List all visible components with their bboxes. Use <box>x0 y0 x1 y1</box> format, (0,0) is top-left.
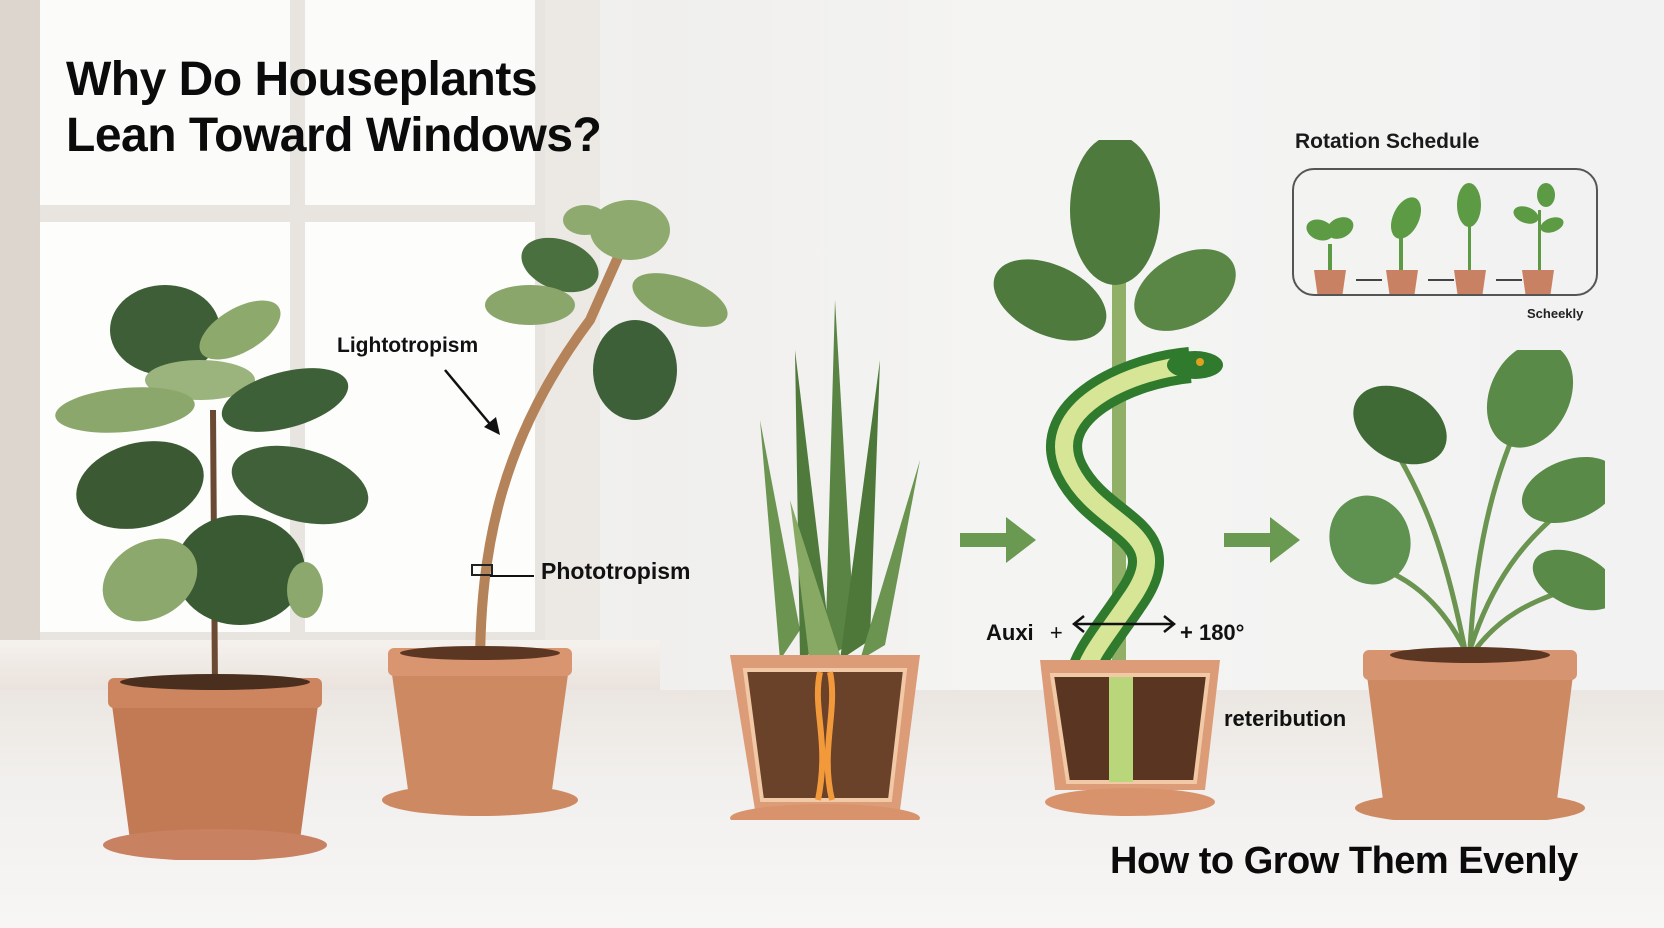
rubber-plant <box>50 270 380 865</box>
rotation-schedule-box <box>1292 168 1598 296</box>
plant-with-snake <box>980 135 1240 825</box>
leaning-plant <box>380 190 740 845</box>
snake-plant-cutaway <box>720 300 940 832</box>
auxin-label: Auxi + <box>986 620 1063 645</box>
lightotropism-label: Lightotropism <box>337 334 479 357</box>
subtitle: How to Grow Them Evenly <box>1110 840 1578 882</box>
rotation-schedule-title: Rotation Schedule <box>1295 130 1480 153</box>
evenly-grown-plant <box>1325 342 1619 825</box>
seedling-icon <box>1306 217 1354 294</box>
redistribution-label: reteribution <box>1224 706 1347 731</box>
page-title: Why Do Houseplants Lean Toward Windows? <box>66 52 602 164</box>
title-line-1: Why Do Houseplants <box>66 53 538 106</box>
leader-line <box>490 575 534 577</box>
double-arrow-icon <box>1071 615 1177 633</box>
phototropism-label: Phototropism <box>541 558 691 584</box>
weekly-label: Scheekly <box>1527 306 1584 321</box>
rotation-degrees-label: + 180° <box>1180 620 1245 645</box>
arrow-right-icon <box>960 517 1036 563</box>
title-line-2: Lean Toward Windows? <box>66 109 602 162</box>
arrow-right-icon <box>1224 517 1300 563</box>
pointer-arrow-icon <box>444 369 500 435</box>
